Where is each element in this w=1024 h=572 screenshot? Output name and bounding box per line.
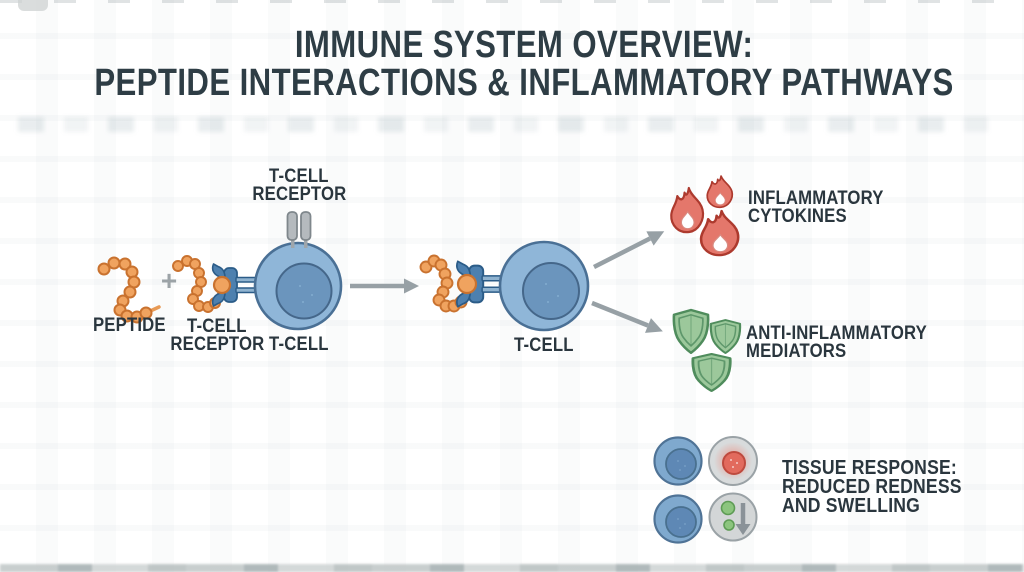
- arrow-down-right-icon: [591, 300, 663, 333]
- swelling-reduction-icon: [708, 492, 758, 542]
- tissue-response-label: TISSUE RESPONSE: REDUCED REDNESS AND SWE…: [782, 457, 962, 517]
- tcell-middle-label: T-CELL: [514, 335, 574, 356]
- inflammatory-cytokines-label: INFLAMMATORY CYTOKINES: [748, 188, 884, 227]
- peptide-receptor-complex-icon: [455, 260, 506, 308]
- arrow-up-right-icon: [592, 231, 665, 270]
- tcell-receptor-icon: [211, 263, 258, 307]
- page-title: IMMUNE SYSTEM OVERVIEW: PEPTIDE INTERACT…: [0, 26, 1024, 102]
- tissue-cells-icon: [653, 436, 758, 544]
- tcell-left-icon: [253, 241, 343, 331]
- blue-cell-icon: [653, 494, 703, 544]
- tcell-receptor-label: T-CELL RECEPTOR: [169, 316, 264, 355]
- tcell-receptor-top-label: T-CELL RECEPTOR: [251, 166, 346, 205]
- tcell-left-label: T-CELL: [269, 334, 329, 355]
- tcell-middle-icon: [498, 240, 590, 332]
- plus-sign: +: [160, 265, 178, 296]
- title-line1: IMMUNE SYSTEM OVERVIEW:: [294, 24, 754, 66]
- down-arrow-icon: [735, 524, 751, 535]
- shield-icon: [672, 308, 742, 393]
- peptide-chain-icon: [97, 256, 161, 324]
- tcell-receptor-top-icon: [286, 211, 312, 248]
- blue-cell-icon: [653, 436, 703, 486]
- peptide-label: PEPTIDE: [92, 315, 166, 336]
- title-line2: PEPTIDE INTERACTIONS & INFLAMMATORY PATH…: [94, 62, 954, 104]
- redness-cell-icon: [708, 436, 758, 486]
- flame-icon: [670, 175, 740, 257]
- bound-peptide-bead: [456, 273, 478, 295]
- bound-peptide-bead: [212, 275, 232, 295]
- arrow-right-icon: [350, 278, 419, 294]
- anti-inflammatory-mediators-label: ANTI-INFLAMMATORY MEDIATORS: [746, 323, 928, 362]
